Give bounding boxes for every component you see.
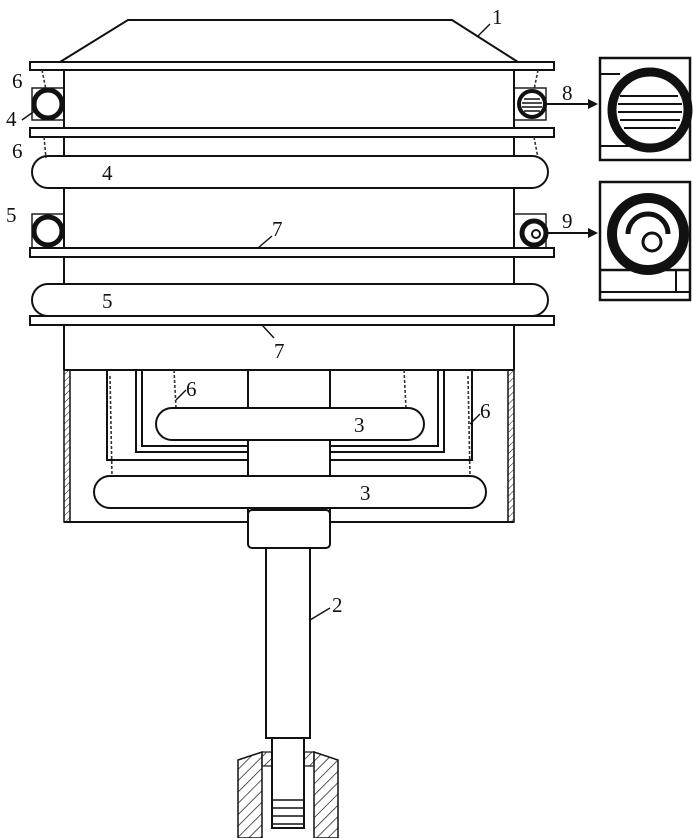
chain-inner-left [173, 369, 177, 409]
label-9: 9 [562, 209, 573, 233]
leader-7-upper [257, 235, 273, 249]
leader-2 [309, 607, 331, 621]
label-4-left: 4 [6, 107, 17, 131]
plate-upper-mid [29, 127, 555, 138]
label-8: 8 [562, 81, 573, 105]
ring4-left-circle [31, 87, 65, 121]
label-4-main: 4 [102, 161, 113, 185]
label-6-upper-a: 6 [12, 69, 23, 93]
ring4-right-hatch [522, 98, 542, 112]
top-plate [29, 61, 555, 71]
ring5-left-circle [31, 214, 65, 248]
shaft-end [271, 737, 305, 829]
arrow-to-detail-9 [548, 228, 598, 238]
chain-outer-left [109, 375, 113, 477]
lower-housing-right-wall [507, 369, 515, 523]
chain-upper-left-b [43, 136, 47, 159]
shaft-collar [247, 509, 331, 549]
ring-3-upper [155, 407, 425, 441]
ring4-right-circle [517, 89, 547, 119]
chain-upper-right-a [533, 69, 539, 91]
chain-upper-left-a [41, 69, 47, 91]
label-6-inner-left: 6 [186, 377, 197, 401]
label-5-main: 5 [102, 289, 113, 313]
chain-inner-right [403, 369, 407, 409]
label-7-lower: 7 [274, 339, 285, 363]
plate-7-upper [29, 247, 555, 258]
label-5-left: 5 [6, 203, 17, 227]
top-cover [56, 19, 522, 63]
label-6-inner-right: 6 [480, 399, 491, 423]
label-6-upper-b: 6 [12, 139, 23, 163]
ring5-right-inner [531, 229, 541, 239]
lower-housing-left-wall [63, 369, 71, 523]
label-7-upper: 7 [272, 217, 283, 241]
label-3-upper: 3 [354, 413, 365, 437]
leader-6-inner-right [469, 413, 481, 425]
label-1: 1 [492, 5, 503, 29]
leader-7-lower [261, 324, 275, 339]
label-3-lower: 3 [360, 481, 371, 505]
shaft [265, 547, 311, 739]
arrow-to-detail-8 [546, 99, 598, 109]
chain-outer-right [467, 375, 471, 477]
detail-box-8 [598, 56, 693, 162]
leader-4-left [21, 109, 37, 121]
ring-3-lower [93, 475, 487, 509]
label-2: 2 [332, 593, 343, 617]
detail-box-9 [598, 180, 692, 302]
leader-6-inner-left [175, 389, 187, 401]
leader-1 [477, 23, 491, 37]
chain-upper-right-b [533, 136, 539, 159]
ring-4-main [31, 155, 549, 189]
coupling [237, 750, 339, 838]
plate-7-lower [29, 315, 555, 326]
